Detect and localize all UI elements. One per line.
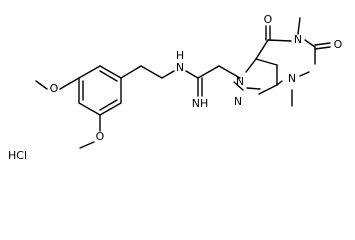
bond-lines	[35, 17, 331, 149]
atom-label-nh-n: N	[176, 61, 184, 74]
atom-label-n7: N	[236, 75, 244, 88]
salt-label: HCl	[8, 149, 27, 162]
atom-label-methoxy-upper-o: O	[50, 82, 59, 95]
atom-label-imine: NH	[192, 97, 209, 110]
chemical-structure-diagram: N H NH O O N N N N O O HCl	[8, 13, 343, 162]
atom-labels: N H NH O O N N N N O O HCl	[8, 13, 343, 162]
atom-label-carbonyl-right-o: O	[334, 38, 343, 51]
atom-label-carbonyl-top-o: O	[264, 13, 273, 26]
atom-label-n1: N	[294, 33, 302, 46]
atom-label-n9: N	[234, 95, 242, 108]
atom-label-methoxy-lower-o: O	[96, 130, 105, 143]
atom-label-n3: N	[288, 72, 296, 85]
atom-label-nh-h: H	[176, 49, 184, 62]
